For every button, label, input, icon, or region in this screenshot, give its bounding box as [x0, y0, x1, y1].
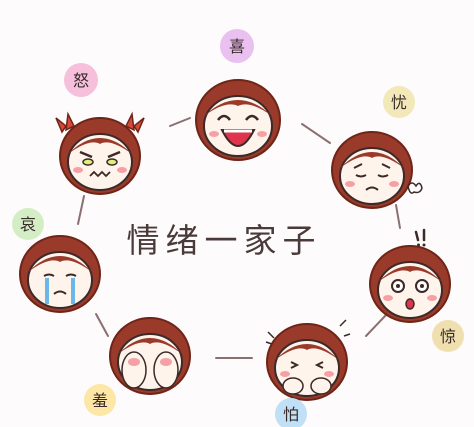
badge-angry-label: 怒 — [73, 71, 89, 90]
face-scared — [266, 323, 348, 401]
connector-angry-happy — [169, 117, 191, 127]
badge-shy-label: 羞 — [92, 391, 108, 410]
face-sad — [19, 235, 101, 313]
badge-worry-label: 忧 — [391, 93, 407, 112]
badge-sad-circle — [12, 208, 44, 240]
face-fear — [369, 245, 451, 323]
badge-fear-circle — [432, 320, 464, 352]
badge-scared-label: 怕 — [283, 405, 299, 424]
connector-worry-fear — [395, 204, 401, 229]
connector-sad-shy — [95, 313, 109, 337]
badge-angry: 怒 — [64, 63, 98, 97]
badge-sad: 哀 — [12, 208, 44, 240]
badge-fear: 惊 — [432, 320, 464, 352]
badge-worry: 忧 — [383, 86, 415, 118]
face-worry — [331, 131, 413, 209]
badge-happy-circle — [220, 29, 254, 63]
badge-scared-circle — [275, 398, 307, 427]
badge-fear-label: 惊 — [440, 327, 456, 346]
connector-angry-sad — [77, 195, 85, 225]
badge-worry-circle — [383, 86, 415, 118]
badge-happy: 喜 — [220, 29, 254, 63]
badge-sad-label: 哀 — [20, 215, 36, 234]
page-title: 情绪一家子 — [127, 221, 322, 260]
badge-shy: 羞 — [84, 384, 116, 416]
exclamation-marks — [414, 228, 426, 247]
connector-lines — [77, 117, 401, 359]
connector-happy-worry — [301, 123, 331, 144]
title-group: 情绪一家子 — [127, 221, 322, 260]
badge-angry-circle — [64, 63, 98, 97]
connector-fear-scared — [365, 314, 387, 337]
tremble-marks — [265, 319, 351, 345]
sigh-puff — [407, 182, 423, 194]
devil-horns — [55, 111, 145, 134]
face-shy — [109, 317, 191, 395]
badge-happy-label: 喜 — [229, 37, 245, 56]
face-happy — [195, 79, 281, 161]
face-angry — [59, 117, 141, 195]
badge-scared: 怕 — [275, 398, 307, 427]
badge-shy-circle — [84, 384, 116, 416]
